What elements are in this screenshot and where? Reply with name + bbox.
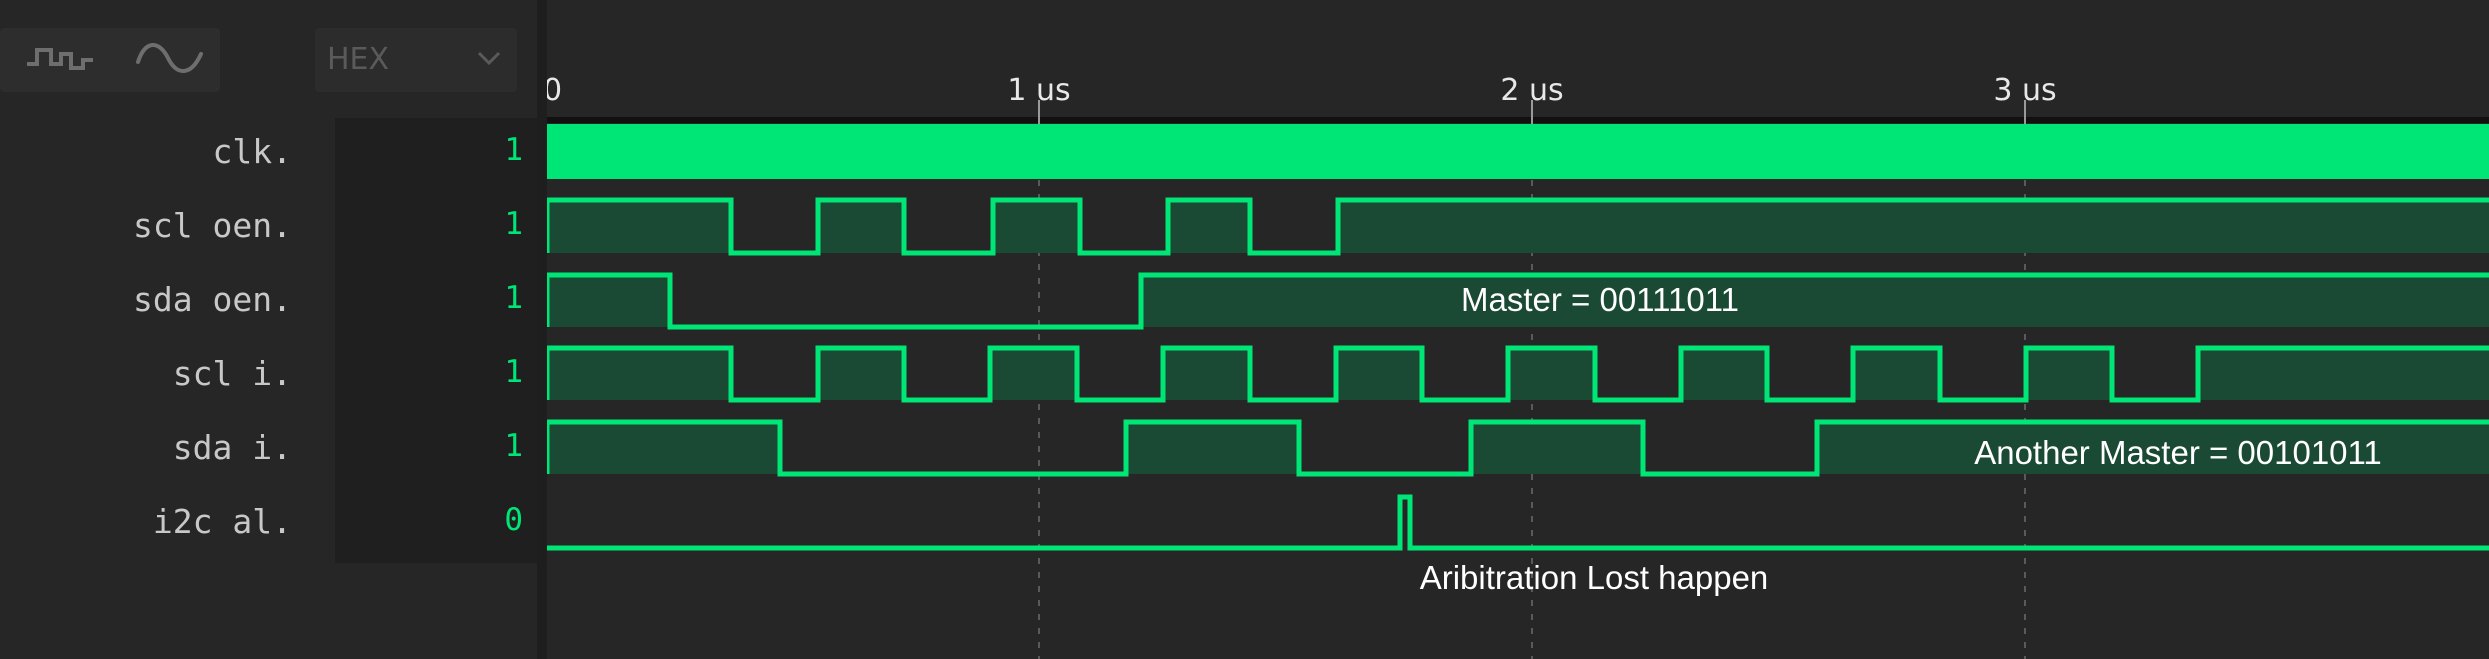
signal-value: 0 [504,502,523,538]
waveform-scl-i [547,345,2489,403]
tick-label: 2 us [1500,73,1563,108]
signal-row-sda-oen[interactable]: sda oen. 1 [0,266,537,340]
chevron-down-icon [475,44,503,80]
analog-waveform-button[interactable] [120,28,220,92]
waveform-style-group [0,28,220,92]
signal-row-i2c-al[interactable]: i2c al. 0 [0,488,537,562]
signal-list: clk. 1 scl oen. 1 sda oen. 1 scl i. 1 sd… [0,118,537,659]
signal-name: sda i. [172,428,292,467]
waveform-scl-oen-fill [547,200,2489,253]
annotation-arbitration-lost: Aribitration Lost happen [1420,559,1769,596]
radix-value: HEX [327,42,390,77]
signal-name: scl i. [172,354,292,393]
waveform-sda-i [547,419,2489,477]
signal-row-sda-i[interactable]: sda i. 1 [0,414,537,488]
step-waveform-icon [25,40,95,80]
signal-name: scl oen. [133,206,292,245]
annotation-another-master: Another Master = 00101011 [1974,434,2382,471]
signal-value: 1 [504,280,523,316]
waveform-canvas[interactable]: 0 1 us 2 us 3 us Master = 00111011 Anoth… [547,0,2489,659]
waveform-i2c-al [547,494,2489,551]
waveform-sda-oen-fill [547,275,2489,327]
signal-value: 1 [504,132,523,168]
signal-value: 1 [504,354,523,390]
value-column [335,118,537,563]
waveform-sda-oen [547,272,2489,330]
tick-label: 3 us [1993,73,2056,108]
waveform-scl-i-fill [547,348,2489,400]
step-waveform-button[interactable] [10,28,110,92]
waveform-clk [547,124,2489,179]
toolbar: HEX [0,0,537,118]
waveform-sda-i-fill [547,422,2489,474]
signal-row-scl-i[interactable]: scl i. 1 [0,340,537,414]
signal-name: clk. [212,132,292,171]
tick-label-zero: 0 [547,73,562,108]
signal-name: sda oen. [133,280,292,319]
signal-row-scl-oen[interactable]: scl oen. 1 [0,192,537,266]
waveform-scl-oen [547,197,2489,256]
pane-divider[interactable] [537,0,547,659]
signal-value: 1 [504,428,523,464]
annotation-master: Master = 00111011 [1461,281,1739,318]
signal-value: 1 [504,206,523,242]
tick-label: 1 us [1007,73,1070,108]
signal-name: i2c al. [152,502,292,541]
analog-waveform-icon [135,38,205,82]
signal-row-clk[interactable]: clk. 1 [0,118,537,192]
radix-select[interactable]: HEX [315,28,517,92]
